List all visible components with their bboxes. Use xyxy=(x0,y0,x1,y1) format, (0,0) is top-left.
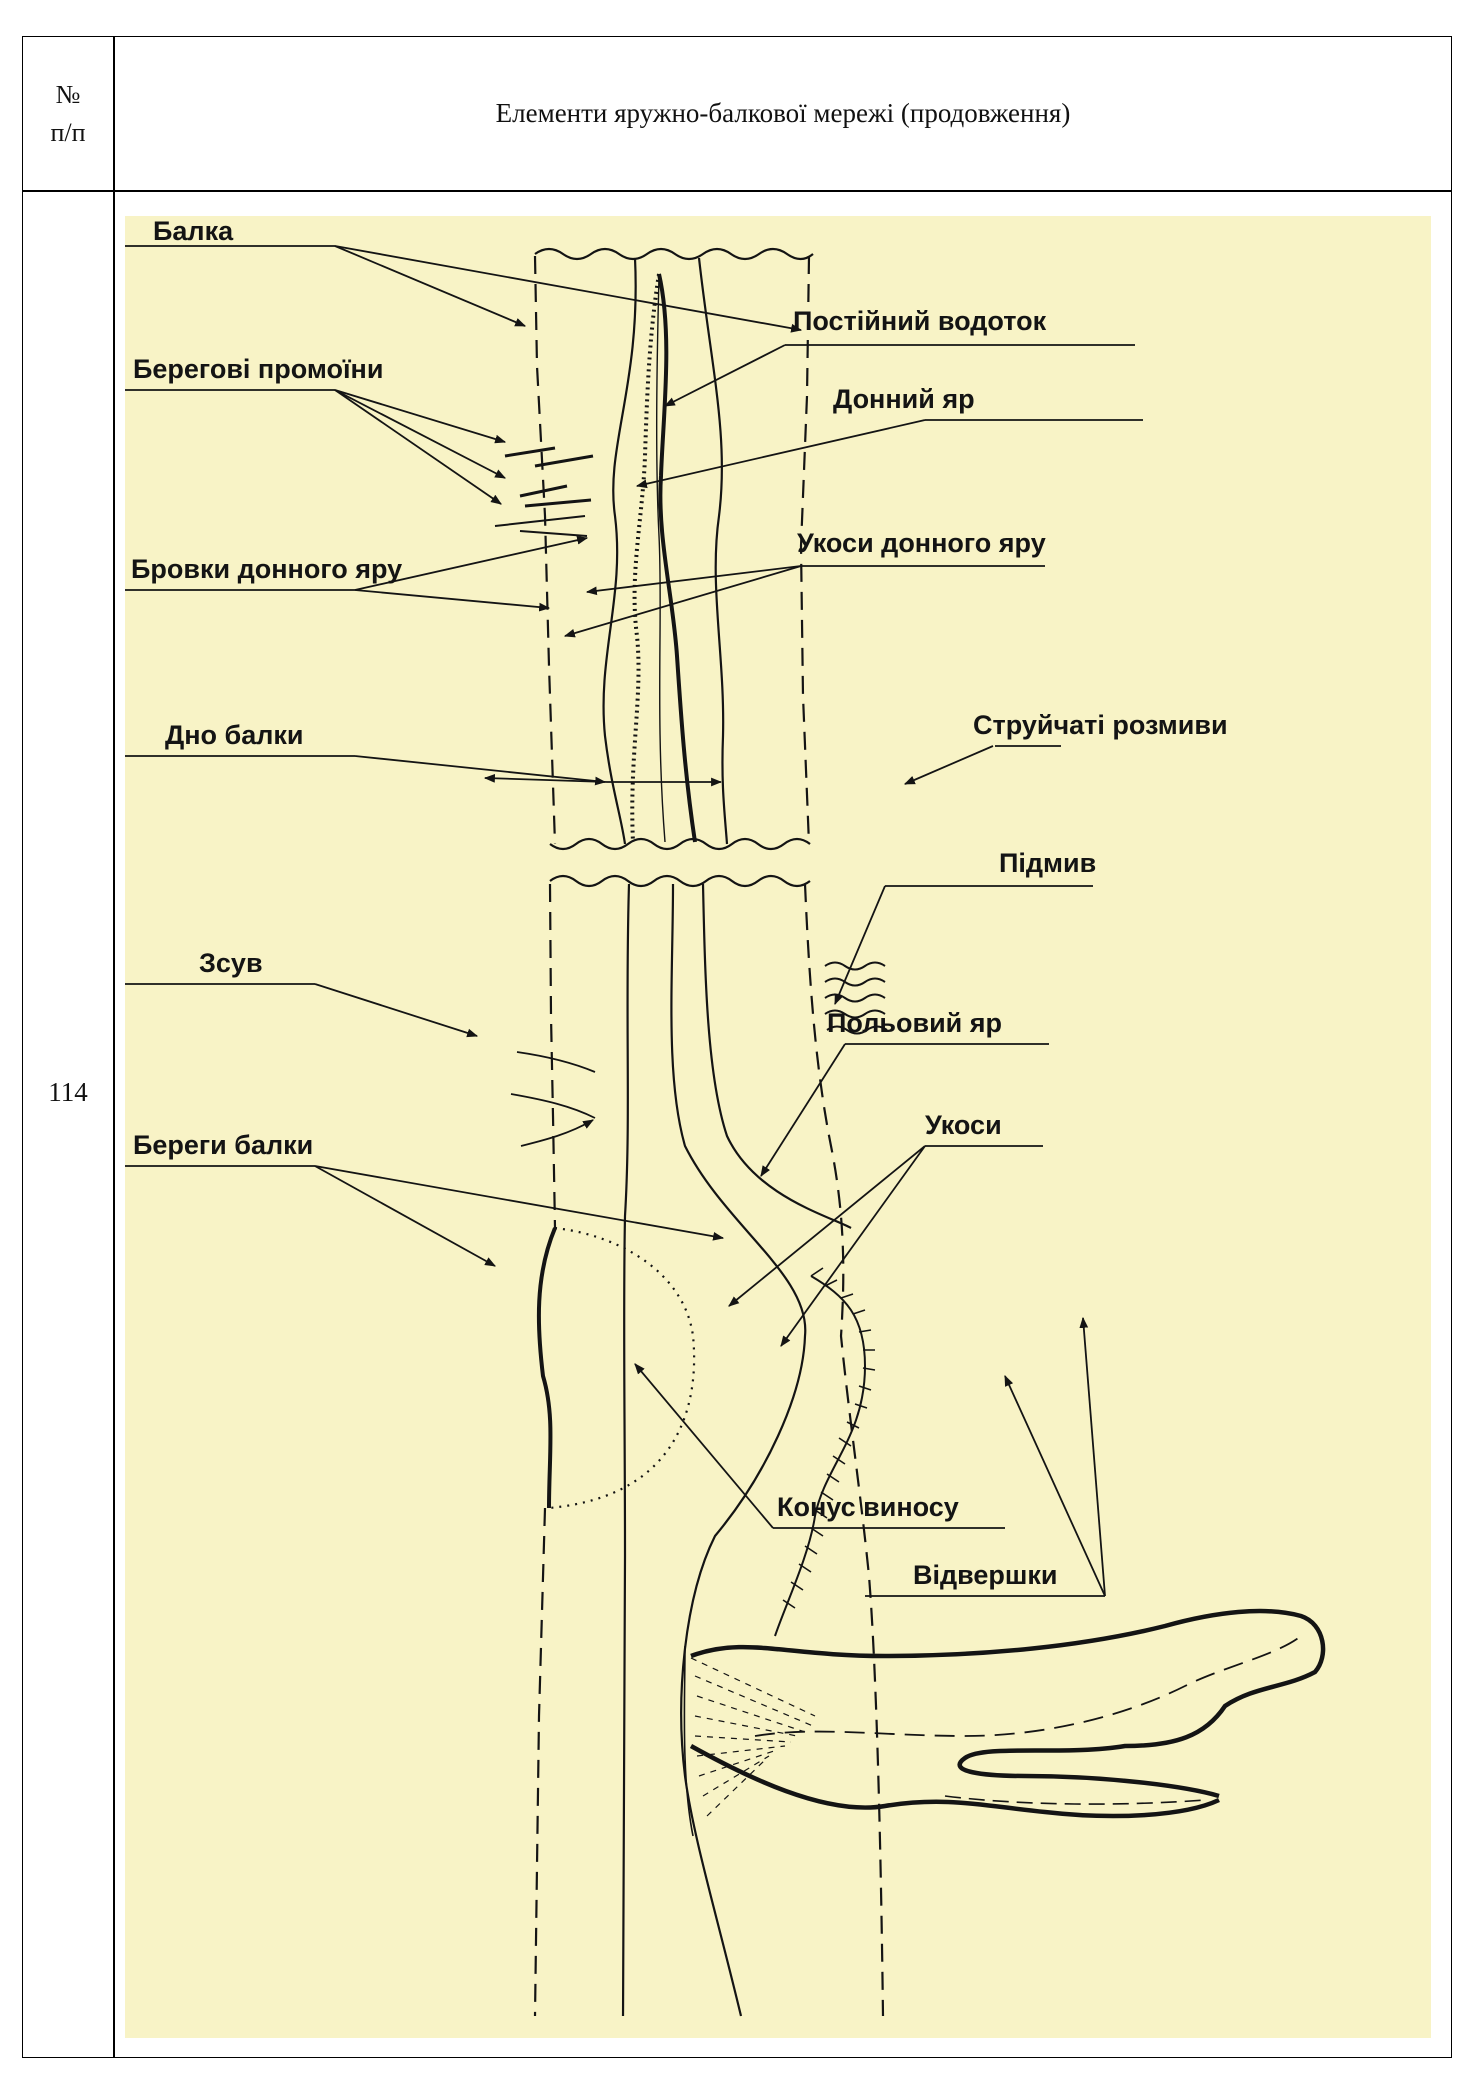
field-ravine-thalweg xyxy=(754,1635,1302,1737)
upper-bottom-line-left xyxy=(602,257,637,845)
leader-vodotok xyxy=(664,344,786,407)
label-zsuv: Зсув xyxy=(199,948,263,978)
lower-balka-edge-right xyxy=(803,883,885,2017)
number-sign: № xyxy=(55,79,81,109)
label-postiinyi-vodotok: Постійний водоток xyxy=(793,306,1047,336)
undercut-hatching xyxy=(782,1267,876,1609)
label-berehy-balky: Береги балки xyxy=(133,1130,313,1160)
label-ukosy: Укоси xyxy=(925,1110,1002,1140)
leader-pidmyv xyxy=(834,885,886,1006)
bottom-ravine-thalweg xyxy=(655,275,666,843)
diagram-linework xyxy=(494,247,1326,2017)
table-header-divider xyxy=(23,190,1451,192)
row-number: 114 xyxy=(48,1077,88,1107)
fan-hatching xyxy=(690,1657,816,1817)
field-ravine-upper-brow xyxy=(690,1608,1326,1799)
leader-konus xyxy=(634,1363,774,1529)
leader-donnyi xyxy=(635,419,926,489)
bottom-ravine-brow-left xyxy=(630,273,661,843)
upper-break-bottom xyxy=(549,837,811,851)
upper-balka-edge-right xyxy=(799,255,811,845)
leader-balka-left xyxy=(334,245,527,327)
leader-promoiny-3 xyxy=(334,389,502,505)
leader-ukosy-1 xyxy=(728,1145,926,1307)
leader-ukosy-2 xyxy=(780,1145,926,1347)
label-balka: Балка xyxy=(153,216,234,246)
number-abbreviation: п/п xyxy=(50,117,86,147)
label-konus-vynosu: Конус виносу xyxy=(777,1492,959,1522)
ravine-network-diagram: Балка Постійний водоток Берегові промоїн… xyxy=(125,216,1431,2038)
leader-promoiny-1 xyxy=(334,389,507,444)
label-polovyi-yar: Польовий яр xyxy=(827,1008,1002,1038)
leader-balka-right xyxy=(334,245,803,333)
landslide-motion-arrows xyxy=(510,1051,595,1147)
undercut-bank-line xyxy=(774,1275,867,1637)
leader-strumchati xyxy=(903,745,994,785)
rill-erosion-symbol xyxy=(824,961,888,1035)
leader-dno-1 xyxy=(354,755,607,786)
field-ravine-lower-brow xyxy=(689,1744,1220,1819)
landslide-body-outline xyxy=(548,1226,696,1510)
upper-bottom-line-right xyxy=(697,257,729,845)
lower-break-top xyxy=(549,874,811,888)
upper-break-top xyxy=(534,247,814,261)
leader-brovky-1 xyxy=(354,535,589,591)
label-pidmyv: Підмив xyxy=(999,848,1096,878)
leader-brovky-2 xyxy=(354,589,551,612)
leader-polovyi xyxy=(760,1043,846,1177)
bank-gully-2 xyxy=(519,484,592,508)
leader-berehy-2 xyxy=(314,1165,725,1241)
lower-balka-edge-left-upper xyxy=(548,883,557,1229)
label-donnyi-yar: Донний яр xyxy=(833,384,975,414)
leader-lines xyxy=(125,245,1143,1597)
fan-edge xyxy=(683,1645,694,1837)
leader-ukosy-donnoho-2 xyxy=(563,565,802,638)
leader-vidvershky-1 xyxy=(1079,1316,1106,1597)
leader-vidvershky-2 xyxy=(1004,1374,1106,1597)
table-column-divider xyxy=(113,37,115,2057)
leader-berehy-1 xyxy=(314,1165,496,1267)
leader-zsuv xyxy=(314,983,479,1038)
lower-bottom-line-left xyxy=(621,883,631,2017)
table-title: Елементи яружно-балкової мережі (продовж… xyxy=(495,98,1071,128)
bank-gully-1 xyxy=(504,446,594,468)
bottom-ravine-brow-right xyxy=(657,273,697,843)
lower-balka-edge-left-lower xyxy=(533,1507,547,2017)
label-vidvershky: Відвершки xyxy=(913,1560,1058,1590)
lower-bottom-line-right-2 xyxy=(701,883,852,1229)
number-column-header: № п/п xyxy=(23,37,113,190)
label-dno-balky: Дно балки xyxy=(165,720,304,750)
bank-gully-3 xyxy=(494,515,588,537)
diagram-canvas: Балка Постійний водоток Берегові промоїн… xyxy=(125,216,1326,2017)
leader-dno-span xyxy=(485,778,721,782)
upper-balka-edge-left xyxy=(533,255,557,845)
label-brovky-donnoho-yaru: Бровки донного яру xyxy=(131,554,402,584)
lower-bottom-line-right xyxy=(670,883,807,2017)
landslide-scarp xyxy=(536,1227,557,1509)
label-ukosy-donnoho-yaru: Укоси донного яру xyxy=(797,528,1046,558)
lateral-head-thalweg xyxy=(944,1795,1206,1805)
leader-ukosy-donnoho-1 xyxy=(585,565,802,596)
leader-promoiny-2 xyxy=(334,389,506,479)
label-beregovi-promoiny: Берегові промоїни xyxy=(133,354,383,384)
label-strumchati-rozmyvy: Струйчаті розмиви xyxy=(973,710,1228,740)
elements-table: № п/п Елементи яружно-балкової мережі (п… xyxy=(22,36,1452,2058)
